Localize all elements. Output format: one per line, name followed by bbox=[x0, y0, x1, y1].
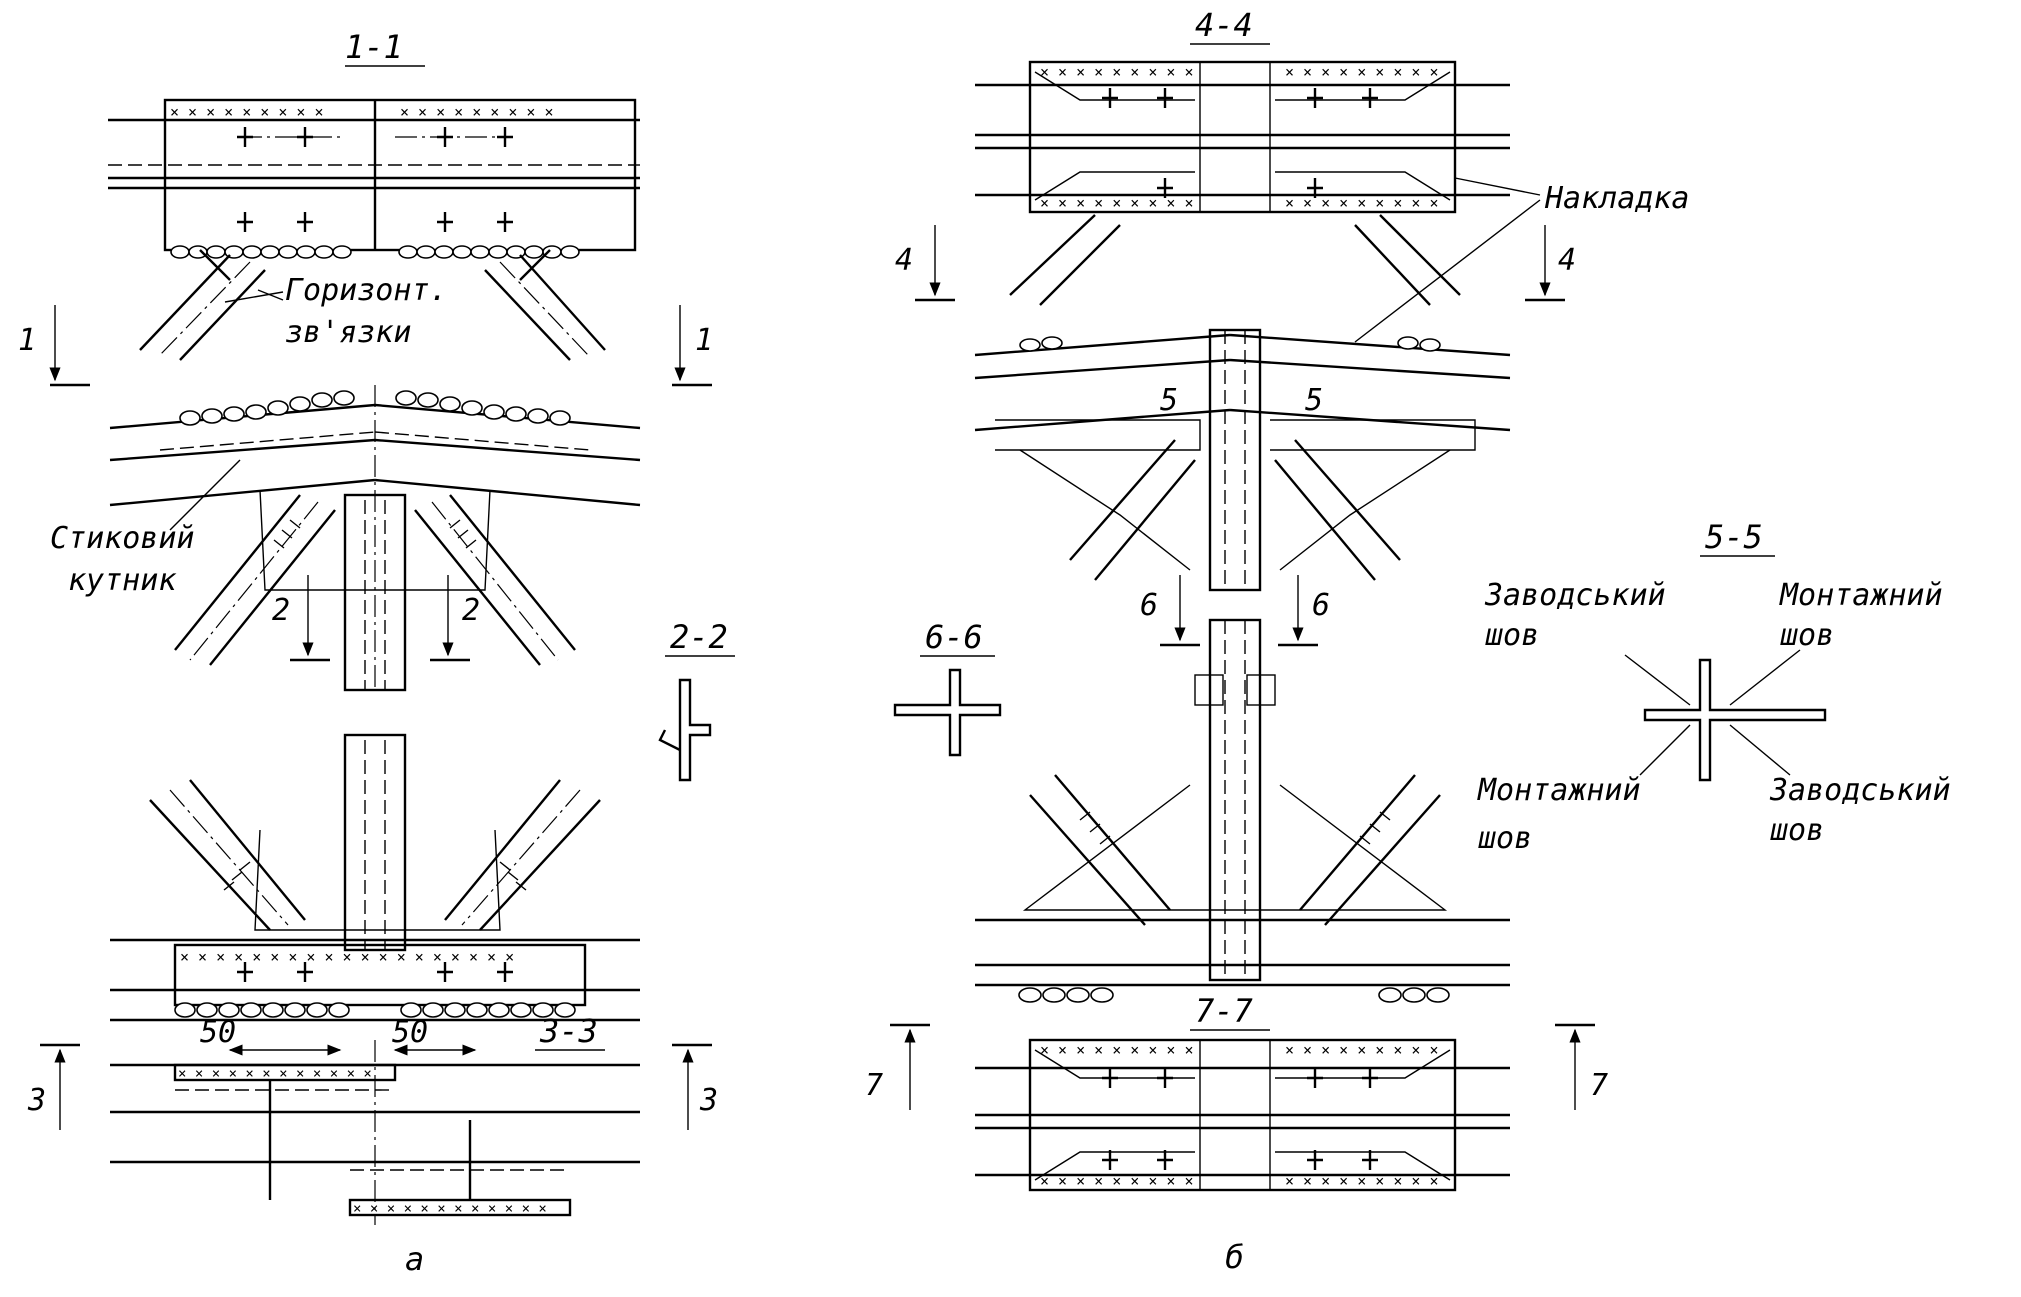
label-splice-angle-2: кутник bbox=[68, 563, 177, 598]
svg-text:× × × × × × × × ×: × × × × × × × × × bbox=[1285, 194, 1439, 212]
svg-text:× × × × × × × × × × × ×: × × × × × × × × × × × × bbox=[178, 1066, 372, 1082]
svg-text:4: 4 bbox=[1558, 243, 1576, 278]
svg-text:6: 6 bbox=[1312, 588, 1330, 623]
label-horizontal-bracing-1: Горизонт. bbox=[285, 273, 448, 308]
svg-text:7: 7 bbox=[1590, 1068, 1608, 1103]
dimension-50-right: 50 bbox=[392, 1015, 428, 1050]
cut-mark-6: 6 6 bbox=[1140, 575, 1330, 647]
label-field-weld-bottom-2: шов bbox=[1478, 821, 1532, 856]
label-shop-weld-top-1: Заводський bbox=[1484, 578, 1666, 613]
section-7-7-view: 7-7 × × × × × × × × × × × × × × × × × × … bbox=[865, 992, 1608, 1192]
svg-text:× × × × × × × × ×: × × × × × × × × × bbox=[1285, 63, 1439, 81]
upper-node-elevation-b: 5 5 6 6 bbox=[974, 328, 1511, 647]
cut-mark-4: 4 4 bbox=[895, 225, 1576, 302]
label-cover-plate: Накладка bbox=[1544, 181, 1690, 216]
svg-text:3: 3 bbox=[27, 1083, 46, 1118]
weld-beads-upper-b bbox=[1019, 336, 1441, 352]
bolts-1-1 bbox=[237, 127, 513, 232]
caption-b: б bbox=[1225, 1238, 1244, 1276]
label-field-weld-top-2: шов bbox=[1780, 618, 1834, 653]
svg-text:4: 4 bbox=[895, 243, 913, 278]
svg-text:× × × × × × × × ×: × × × × × × × × × bbox=[1040, 1041, 1194, 1059]
section-2-2-title: 2-2 bbox=[670, 618, 728, 656]
section-6-6-view: 6-6 bbox=[893, 618, 1002, 757]
label-shop-weld-bottom-1: Заводський bbox=[1769, 773, 1951, 808]
svg-text:3: 3 bbox=[699, 1083, 718, 1118]
section-1-1-view: 1-1 × × × × × × × bbox=[18, 28, 713, 387]
svg-text:2: 2 bbox=[272, 593, 290, 628]
section-3-3-title: 3-3 bbox=[539, 1012, 598, 1050]
svg-text:7: 7 bbox=[865, 1068, 883, 1103]
dimension-50-left: 50 bbox=[200, 1015, 236, 1050]
cut-mark-7: 7 7 bbox=[865, 1023, 1608, 1110]
svg-text:× × × × × × × × × × × × × × ×: × × × × × × × × × × × × × × × × × × × bbox=[180, 948, 514, 966]
panel-b: 4-4 × × × × × × × × × × × × × × × × × × … bbox=[865, 6, 1951, 1276]
label-field-weld-top-1: Монтажний bbox=[1779, 578, 1943, 613]
svg-text:1: 1 bbox=[18, 323, 36, 358]
label-horizontal-bracing-2: зв'язки bbox=[285, 315, 411, 350]
svg-text:1: 1 bbox=[695, 323, 713, 358]
lower-node-elevation-b bbox=[975, 618, 1510, 1003]
label-field-weld-bottom-1: Монтажний bbox=[1477, 773, 1641, 808]
svg-text:× × × × × × × × ×: × × × × × × × × × bbox=[1285, 1172, 1439, 1190]
svg-text:6: 6 bbox=[1140, 588, 1158, 623]
bolts-4-4 bbox=[1102, 88, 1378, 198]
svg-text:5: 5 bbox=[1160, 383, 1178, 418]
label-splice-angle-1: Стиковий bbox=[50, 521, 195, 556]
section-4-4-view: 4-4 × × × × × × × × × × × × × × × × × × … bbox=[895, 6, 1690, 343]
svg-text:2: 2 bbox=[462, 593, 480, 628]
svg-text:× × × × × × × × ×: × × × × × × × × × bbox=[400, 103, 554, 121]
svg-text:× × × × × × × × ×: × × × × × × × × × bbox=[1040, 1172, 1194, 1190]
panel-a: 1-1 × × × × × × × bbox=[18, 28, 735, 1278]
section-3-3-view: 50 50 3-3 × × × × × × × × × × × × × × × … bbox=[27, 1012, 718, 1225]
weld-beads-lower bbox=[174, 1002, 576, 1018]
svg-text:× × × × × × × × ×: × × × × × × × × × bbox=[170, 103, 324, 121]
svg-text:× × × × × × × × × × × ×: × × × × × × × × × × × × bbox=[353, 1201, 547, 1217]
section-1-1-title: 1-1 bbox=[345, 28, 403, 66]
cut-mark-2: 2 2 bbox=[272, 575, 480, 662]
section-6-6-title: 6-6 bbox=[925, 618, 983, 656]
section-7-7-title: 7-7 bbox=[1195, 992, 1253, 1030]
svg-text:× × × × × × × × ×: × × × × × × × × × bbox=[1040, 194, 1194, 212]
svg-text:× × × × × × × × ×: × × × × × × × × × bbox=[1040, 63, 1194, 81]
weld-beads-1-1 bbox=[170, 245, 580, 259]
caption-a: а bbox=[405, 1240, 424, 1278]
horizontal-bracing bbox=[139, 249, 606, 361]
bolts-lower bbox=[237, 962, 513, 982]
cut-mark-3: 3 3 bbox=[27, 1043, 718, 1130]
weld-beads-lower-b bbox=[1018, 987, 1450, 1003]
svg-text:5: 5 bbox=[1305, 383, 1323, 418]
svg-text:× × × × × × × × ×: × × × × × × × × × bbox=[1285, 1041, 1439, 1059]
section-2-2-view: 2-2 bbox=[658, 618, 735, 782]
section-4-4-title: 4-4 bbox=[1195, 6, 1253, 44]
section-5-5-title: 5-5 bbox=[1705, 518, 1763, 556]
lower-node-elevation: × × × × × × × × × × × × × × × × × × × bbox=[110, 733, 640, 1022]
upper-node-elevation: Стиковий кутник 2 2 bbox=[50, 385, 641, 692]
section-5-5-view: 5-5 Заводський шов Монтажний шов Монтажн… bbox=[1477, 518, 1951, 856]
cut-mark-1: 1 1 bbox=[18, 305, 713, 387]
label-shop-weld-top-2: шов bbox=[1485, 618, 1539, 653]
label-shop-weld-bottom-2: шов bbox=[1770, 813, 1824, 848]
weld-beads-upper bbox=[179, 390, 571, 426]
bolts-7-7 bbox=[1102, 1068, 1378, 1170]
